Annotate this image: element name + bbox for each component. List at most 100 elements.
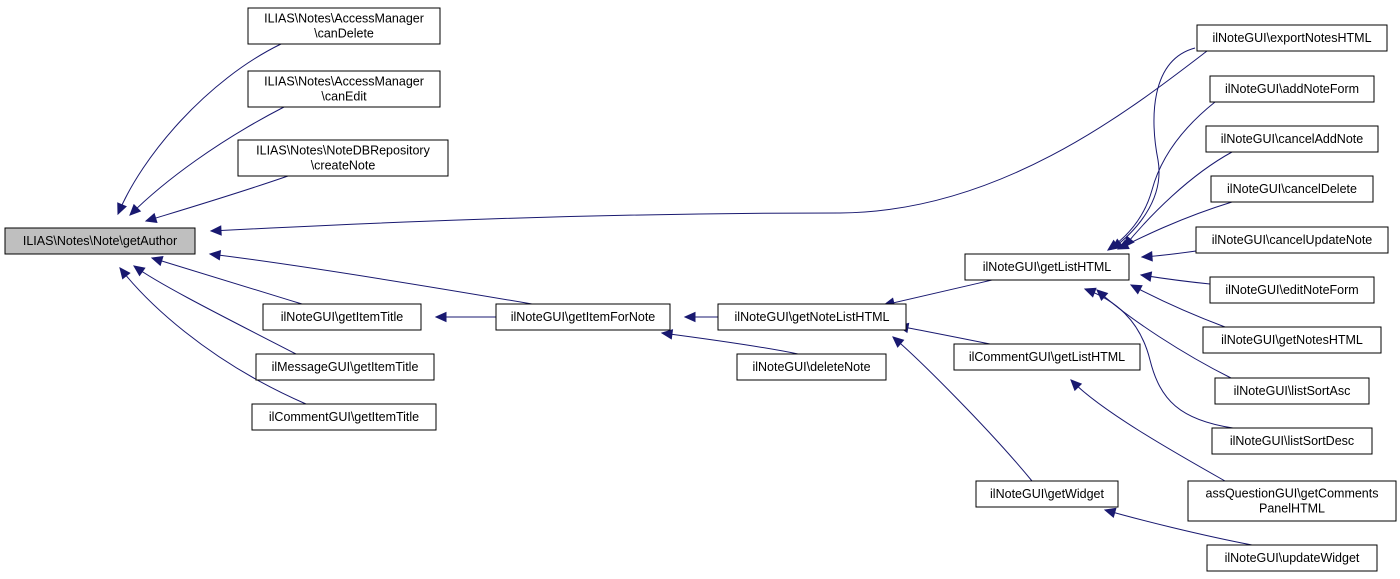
edge-line — [129, 106, 285, 216]
node-comment-get-list-html[interactable]: ilCommentGUI\getListHTML — [953, 343, 1141, 371]
node-label: ilNoteGUI\getItemForNote — [511, 310, 656, 324]
edge-line — [117, 43, 282, 215]
edge-get_widget-to-get_note_list_html — [892, 336, 1033, 482]
edge-line — [1084, 288, 1234, 429]
edge-line — [1107, 101, 1216, 251]
edge-arrowhead — [133, 265, 146, 277]
node-get-notes-html[interactable]: ilNoteGUI\getNotesHTML — [1202, 326, 1382, 354]
node-edit-note-form[interactable]: ilNoteGUI\editNoteForm — [1209, 276, 1375, 304]
node-label: ilNoteGUI\getNotesHTML — [1221, 333, 1363, 347]
edge-arrowhead — [434, 311, 447, 323]
node-get-note-list-html[interactable]: ilNoteGUI\getNoteListHTML — [717, 303, 907, 331]
edge-message_get_item_title-to-get_author — [133, 265, 297, 355]
node-box — [251, 403, 437, 431]
node-cancel-update-note[interactable]: ilNoteGUI\cancelUpdateNote — [1195, 226, 1389, 254]
edge-line — [892, 336, 1033, 482]
node-get-item-for-note[interactable]: ilNoteGUI\getItemForNote — [495, 303, 671, 331]
node-can-delete[interactable]: ILIAS\Notes\AccessManager\canDelete — [247, 7, 441, 45]
node-export-notes-html[interactable]: ilNoteGUI\exportNotesHTML — [1196, 24, 1388, 52]
node-box — [1211, 427, 1373, 455]
edge-arrowhead — [119, 267, 131, 280]
edge-add_note_form-to-note_get_list_html — [1107, 101, 1216, 251]
edge-arrowhead — [129, 203, 142, 216]
node-label: ilNoteGUI\getListHTML — [983, 260, 1112, 274]
node-label: \canEdit — [321, 90, 367, 104]
edge-line — [145, 175, 289, 222]
node-label: PanelHTML — [1259, 502, 1325, 516]
node-label: ILIAS\Notes\NoteDBRepository — [256, 144, 430, 158]
node-box — [1202, 326, 1382, 354]
node-get-widget[interactable]: ilNoteGUI\getWidget — [975, 480, 1119, 508]
node-box — [255, 353, 435, 381]
node-label: assQuestionGUI\getComments — [1206, 487, 1379, 501]
node-label: ilNoteGUI\listSortAsc — [1234, 384, 1351, 398]
edge-line — [209, 253, 533, 305]
edge-line — [133, 265, 297, 355]
edge-arrowhead — [660, 329, 674, 340]
edge-can_delete-to-get_author — [117, 43, 282, 216]
edge-cancel_delete-to-note_get_list_html — [1116, 201, 1233, 250]
node-label: ilMessageGUI\getItemTitle — [272, 360, 419, 374]
node-box — [237, 139, 449, 177]
node-delete-note[interactable]: ilNoteGUI\deleteNote — [736, 353, 887, 381]
edge-can_edit-to-get_author — [129, 106, 285, 216]
edge-arrowhead — [1083, 287, 1097, 298]
edge-line — [897, 325, 991, 345]
node-label: ilNoteGUI\cancelAddNote — [1221, 132, 1363, 146]
node-label: ILIAS\Notes\AccessManager — [264, 75, 424, 89]
node-update-widget[interactable]: ilNoteGUI\updateWidget — [1206, 544, 1378, 572]
node-cancel-delete[interactable]: ilNoteGUI\cancelDelete — [1210, 175, 1374, 203]
node-box — [1205, 125, 1379, 153]
node-box — [1187, 480, 1397, 522]
edge-export_notes_html-to-get_author — [209, 50, 1208, 236]
node-can-edit[interactable]: ILIAS\Notes\AccessManager\canEdit — [247, 70, 441, 108]
edge-arrowhead — [208, 250, 222, 261]
edge-arrowhead — [117, 202, 127, 216]
edge-arrowhead — [1103, 507, 1117, 518]
edge-update_widget-to-get_widget — [1103, 507, 1253, 546]
edge-arrowhead — [1070, 379, 1083, 392]
edge-arrowhead — [150, 256, 164, 267]
node-comment-get-item-title[interactable]: ilCommentGUI\getItemTitle — [251, 403, 437, 431]
node-label: ilNoteGUI\getNoteListHTML — [735, 310, 890, 324]
edge-note_get_list_html-to-get_note_list_html — [882, 279, 993, 308]
node-box — [4, 227, 196, 255]
edge-edit_note_form-to-note_get_list_html — [1139, 271, 1211, 285]
edge-comment_get_item_title-to-get_author — [119, 267, 307, 405]
edge-line — [1111, 47, 1196, 250]
node-add-note-form[interactable]: ilNoteGUI\addNoteForm — [1209, 75, 1375, 103]
edge-cancel_update_note-to-note_get_list_html — [1140, 250, 1197, 262]
node-note-get-list-html[interactable]: ilNoteGUI\getListHTML — [964, 253, 1130, 281]
edge-arrowhead — [1129, 284, 1143, 295]
edge-arrowhead — [1139, 271, 1153, 282]
edge-get_comments_panel_html-to-comment_get_list_html — [1070, 379, 1226, 482]
node-list-sort-asc[interactable]: ilNoteGUI\listSortAsc — [1214, 377, 1370, 405]
node-label: ilCommentGUI\getItemTitle — [269, 410, 419, 424]
node-message-get-item-title[interactable]: ilMessageGUI\getItemTitle — [255, 353, 435, 381]
node-create-note[interactable]: ILIAS\Notes\NoteDBRepository\createNote — [237, 139, 449, 177]
node-list-sort-desc[interactable]: ilNoteGUI\listSortDesc — [1211, 427, 1373, 455]
edge-comment_get_list_html-to-get_note_list_html — [896, 322, 991, 345]
node-label: ilNoteGUI\addNoteForm — [1225, 82, 1359, 96]
edge-line — [119, 267, 307, 405]
node-box — [247, 70, 441, 108]
node-box — [964, 253, 1130, 281]
edge-arrowhead — [209, 225, 222, 236]
node-cancel-add-note[interactable]: ilNoteGUI\cancelAddNote — [1205, 125, 1379, 153]
edge-arrowhead — [144, 212, 158, 223]
node-label: \createNote — [311, 159, 376, 173]
edge-note_get_item_title-to-get_author — [150, 256, 303, 305]
node-box — [1214, 377, 1370, 405]
node-note-get-item-title[interactable]: ilNoteGUI\getItemTitle — [262, 303, 422, 331]
node-get-author: ILIAS\Notes\Note\getAuthor — [4, 227, 196, 255]
node-box — [717, 303, 907, 331]
graph-nodes: ILIAS\Notes\Note\getAuthor ILIAS\Notes\Ac… — [4, 7, 1397, 572]
node-box — [1195, 226, 1389, 254]
edge-list_sort_desc-to-note_get_list_html — [1083, 287, 1234, 429]
edge-line — [151, 257, 303, 305]
edge-arrowhead — [892, 336, 905, 348]
edge-arrowhead — [683, 311, 696, 323]
node-label: ilNoteGUI\editNoteForm — [1225, 283, 1358, 297]
